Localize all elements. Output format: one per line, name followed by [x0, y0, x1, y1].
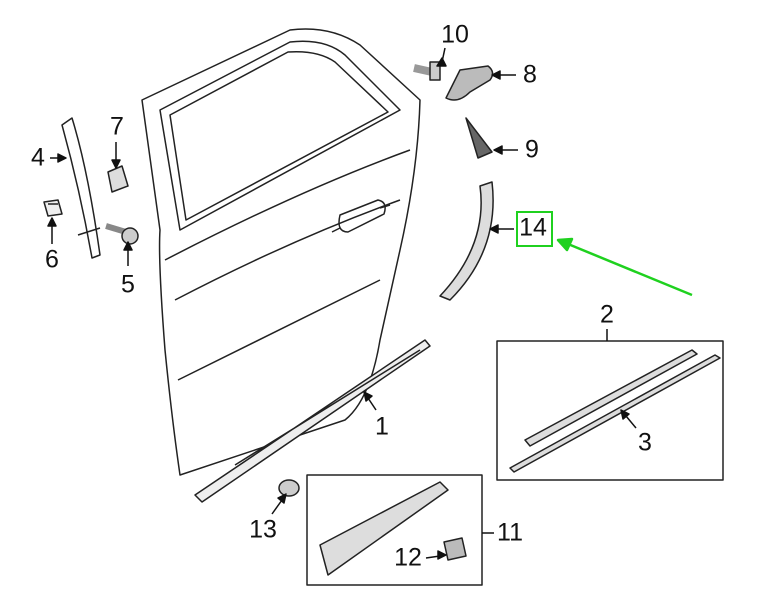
callout-12[interactable]: 12	[394, 543, 422, 572]
callout-7[interactable]: 7	[110, 112, 124, 141]
part-8-handle-cap	[445, 65, 494, 101]
callout-9[interactable]: 9	[525, 135, 539, 164]
part-5-screw	[105, 223, 139, 245]
door-panel	[141, 28, 421, 476]
callout-13[interactable]: 13	[249, 515, 277, 544]
callout-8[interactable]: 8	[523, 60, 537, 89]
leader-lines	[47, 47, 637, 560]
callout-4[interactable]: 4	[31, 143, 45, 172]
part-3-strip	[509, 349, 721, 473]
callout-2[interactable]: 2	[600, 300, 614, 329]
callout-11[interactable]: 11	[497, 518, 523, 547]
callout-10[interactable]: 10	[441, 20, 469, 49]
part-14-window-trim	[439, 181, 494, 301]
part-1-sill-molding	[194, 339, 431, 503]
part-11-molding	[319, 481, 449, 576]
highlight-box-part-14	[516, 211, 553, 247]
part-7-clip	[107, 165, 129, 193]
callout-3[interactable]: 3	[638, 428, 652, 457]
callout-1[interactable]: 1	[375, 412, 389, 441]
callout-14[interactable]: 14	[519, 213, 547, 242]
part-12-clip	[443, 537, 467, 561]
part-4-pillar-trim	[61, 117, 101, 259]
highlight-arrow	[556, 237, 693, 297]
part-9-corner-trim	[465, 117, 493, 159]
callout-5[interactable]: 5	[121, 270, 135, 299]
part-10-bolt	[413, 61, 441, 81]
part-6-clip	[43, 199, 63, 217]
callout-6[interactable]: 6	[45, 245, 59, 274]
part-13-grommet	[278, 479, 300, 497]
